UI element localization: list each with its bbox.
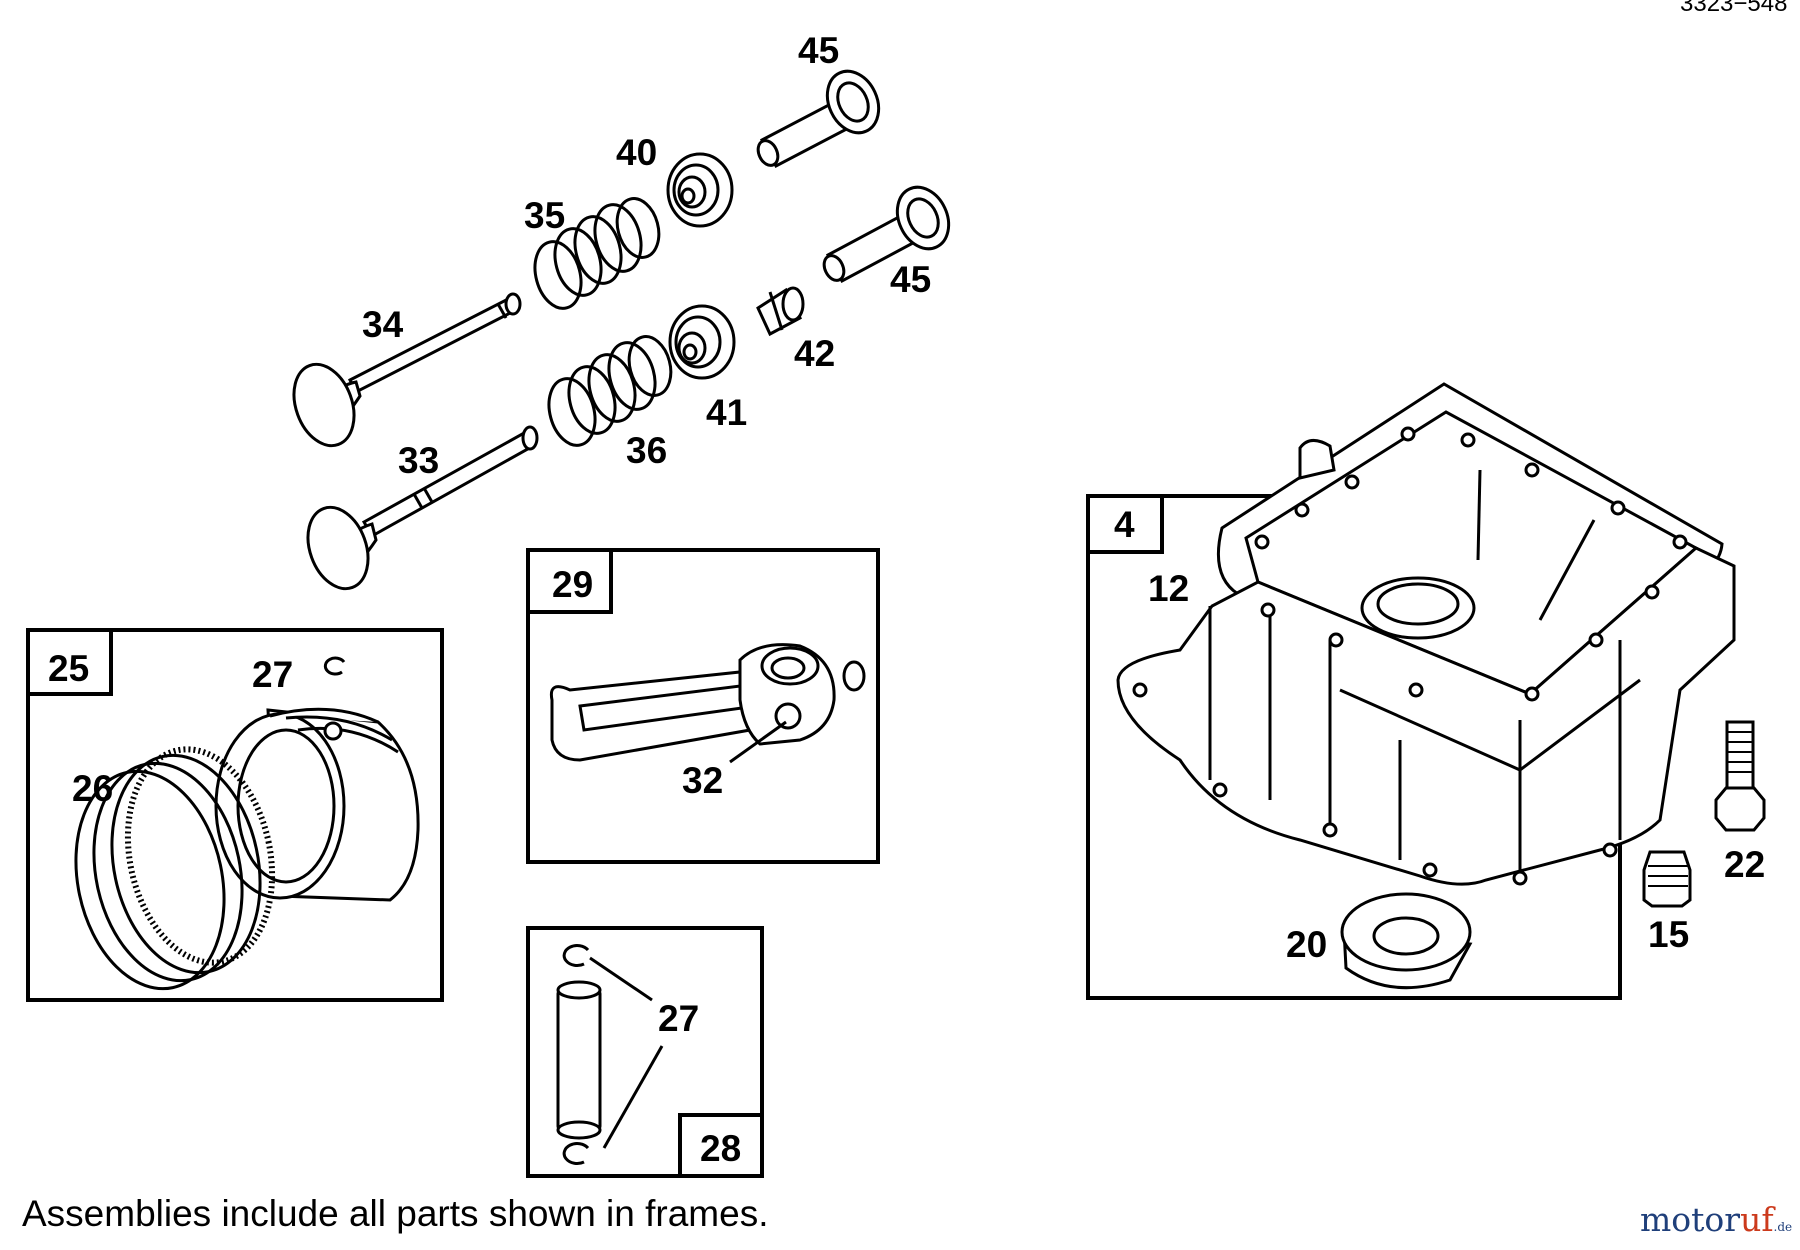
retainer-ring-piston-icon [323,656,346,676]
frame-connecting-rod [526,548,880,864]
frame-label-piston-pin: 28 [700,1128,742,1169]
oil-seal [1340,892,1473,990]
valve-spring-36 [547,335,673,447]
callout-rod-bolt: 32 [682,760,724,801]
frame-label-connecting-rod: 29 [552,564,594,605]
frame-label-sump: 4 [1114,504,1135,545]
callout-retainer-41: 41 [706,392,748,433]
tappet-lower [822,185,951,284]
tappet-top [756,69,881,169]
callout-tappet-lower: 45 [890,259,932,300]
retainer-41 [668,304,736,380]
valve-34 [292,292,522,448]
valve-spring-35 [533,197,661,310]
piston-pin [556,944,664,1165]
watermark-logo: motoruf.de [1640,1200,1792,1239]
frame-piston-pin [526,926,764,1178]
watermark-part1: motor [1640,1200,1741,1239]
retainer-40 [666,152,734,228]
piston [214,707,420,902]
callout-oil-seal: 20 [1286,924,1328,965]
bolt [1714,720,1766,832]
callout-bolt: 22 [1724,844,1766,885]
callout-retainer-rings-pin: 27 [658,998,700,1039]
watermark-suffix: .de [1773,1220,1793,1234]
valve-33 [306,425,539,591]
callout-valve-spring-35: 35 [524,195,566,236]
callout-collet-42: 42 [794,333,836,374]
frame-piston [26,628,444,1002]
callout-drain-plug: 15 [1648,914,1690,955]
sump [1116,382,1736,886]
drawing-number: 3323−548 [1680,0,1788,17]
callout-tappet-top: 45 [798,30,840,71]
drain-plug [1642,850,1692,908]
callout-valve-spring-36: 36 [626,430,668,471]
frame-label-piston: 25 [48,648,90,689]
callout-piston-rings: 26 [72,768,114,809]
callout-valve-33: 33 [398,440,440,481]
collet-42 [756,286,805,337]
callout-retainer-ring-piston: 27 [252,654,294,695]
callout-gasket: 12 [1148,568,1190,609]
callout-valve-34: 34 [362,304,404,345]
watermark-part2: uf [1740,1200,1774,1239]
connecting-rod [549,643,866,764]
callout-retainer-40: 40 [616,132,658,173]
footnote: Assemblies include all parts shown in fr… [22,1193,769,1234]
piston-rings [74,746,276,991]
